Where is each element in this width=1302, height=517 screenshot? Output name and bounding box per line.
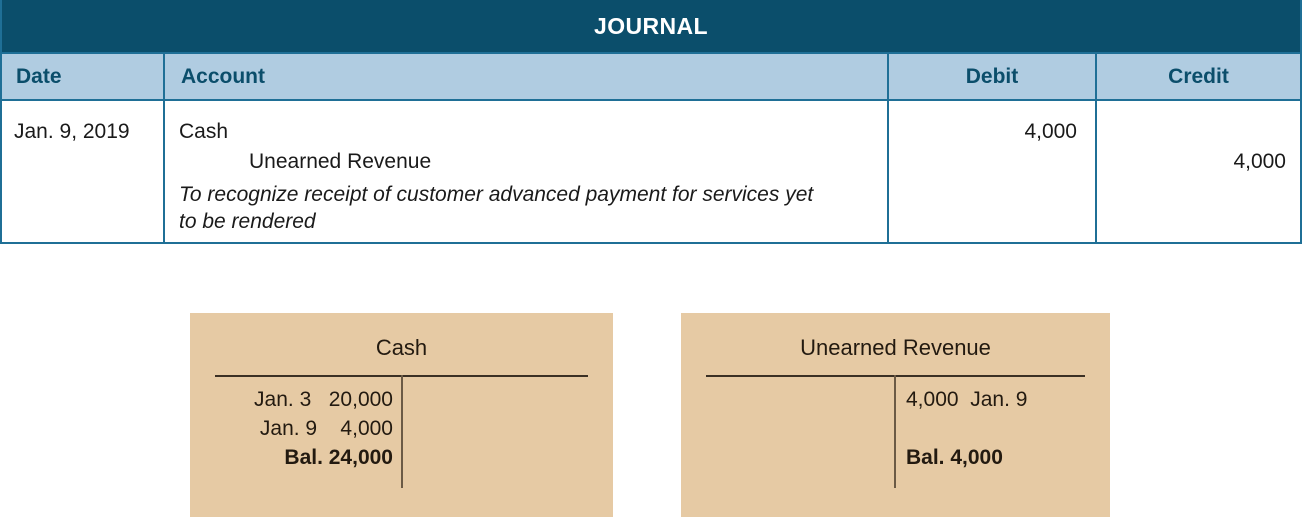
entry-account-cell: Cash Unearned Revenue To recognize recei… <box>163 101 889 242</box>
t-account-balance-row: Bal. 4,000 <box>906 446 1003 469</box>
t-account-debit-side: Jan. 3 20,000 Jan. 9 4,000 Bal. 24,000 <box>215 385 399 472</box>
t-account-frame: Jan. 3 20,000 Jan. 9 4,000 Bal. 24,000 <box>215 375 588 517</box>
entry-debit-amount: 4,000 <box>1024 120 1077 143</box>
column-header-account: Account <box>163 54 889 99</box>
t-account-row: Jan. 9 4,000 <box>259 417 393 440</box>
column-header-date: Date <box>16 64 62 88</box>
entry-memo: To recognize receipt of customer advance… <box>179 183 814 233</box>
t-account-cash: Cash Jan. 3 20,000 Jan. 9 4,000 Bal. 24,… <box>190 313 613 517</box>
journal-entry-row: Jan. 9, 2019 Cash Unearned Revenue To re… <box>2 101 1300 242</box>
entry-credit-cell: 4,000 <box>1097 101 1300 242</box>
t-account-divider <box>401 375 403 488</box>
journal-header-row: Date Account Debit Credit <box>2 52 1300 101</box>
t-account-title: Unearned Revenue <box>800 335 991 360</box>
t-account-unearned-revenue: Unearned Revenue 4,000 Jan. 9 Bal. 4,000 <box>681 313 1110 517</box>
column-header-debit: Debit <box>889 54 1097 99</box>
t-account-balance-row: Bal. 24,000 <box>284 446 393 469</box>
t-account-credit-side: 4,000 Jan. 9 Bal. 4,000 <box>898 385 1085 472</box>
t-account-row: Jan. 3 20,000 <box>254 388 393 411</box>
entry-debit-account: Cash <box>179 120 229 143</box>
t-account-row: 4,000 Jan. 9 <box>906 388 1028 411</box>
journal-table: JOURNAL Date Account Debit Credit Jan. 9… <box>0 0 1302 244</box>
t-account-frame: 4,000 Jan. 9 Bal. 4,000 <box>706 375 1085 517</box>
entry-date: Jan. 9, 2019 <box>14 120 130 143</box>
column-header-credit: Credit <box>1168 64 1229 88</box>
t-account-divider <box>894 375 896 488</box>
entry-credit-amount: 4,000 <box>1233 150 1286 173</box>
t-account-title: Cash <box>375 335 428 360</box>
journal-title: JOURNAL <box>2 0 1300 52</box>
entry-date-cell: Jan. 9, 2019 <box>2 101 163 242</box>
entry-debit-cell: 4,000 <box>889 101 1097 242</box>
entry-credit-account: Unearned Revenue <box>249 150 432 173</box>
